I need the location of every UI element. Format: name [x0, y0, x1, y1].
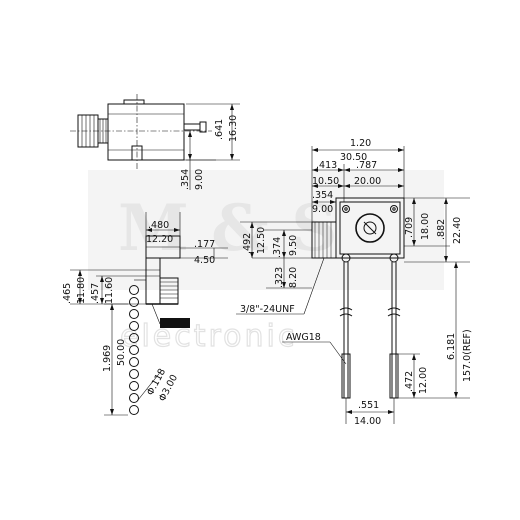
side-view-a-mm: 11.80	[76, 277, 87, 304]
front-view-center-mm: 9.00	[312, 204, 333, 215]
front-view-right-mm: 20.00	[354, 176, 381, 187]
front-view-thread-outer-inch: .492	[242, 233, 253, 254]
front-view-left-mm: 10.50	[312, 176, 339, 187]
bead-chain	[129, 279, 146, 415]
front-view-lead-inch: 6.181	[446, 333, 457, 360]
side-view: .480 12.20 .177 4.50 .465 11.80 .457 11.…	[62, 212, 228, 416]
front-view-h2-inch: .882	[436, 219, 447, 240]
side-view-b-mm: 11.60	[104, 277, 115, 304]
front-view-total-mm: 30.50	[340, 152, 367, 163]
front-view-thread-outer-mm: 12.50	[256, 227, 267, 254]
side-view-chain-inch: 1.969	[102, 345, 113, 372]
front-view-total-inch: 1.20	[350, 138, 371, 149]
front-view-left-inch: .413	[316, 160, 337, 171]
front-view-thread-low-mm: 8.20	[288, 267, 299, 288]
top-view-width-inch: .641	[214, 119, 225, 140]
front-view-lead-mm: 157.0(REF)	[462, 329, 473, 382]
front-view-h1-mm: 18.00	[420, 213, 431, 240]
front-view-thread-inner-mm: 9.50	[288, 235, 299, 256]
watermark-line1: M & S	[118, 191, 337, 266]
side-view-length-mm: 12.20	[146, 234, 173, 245]
top-view: .641 16.30 .354 9.00	[70, 94, 240, 190]
front-view-h1-inch: .709	[404, 217, 415, 238]
top-view-width-mm: 16.30	[228, 115, 239, 142]
front-view-spacing-mm: 14.00	[354, 416, 381, 427]
front-view-strip-mm: 12.00	[418, 367, 429, 394]
side-view-a-inch: .465	[62, 283, 73, 304]
front-view-wire-label: AWG18	[286, 332, 321, 343]
front-view-right-inch: .787	[356, 160, 377, 171]
front-view-strip-inch: .472	[404, 371, 415, 392]
side-view-chain-mm: 50.00	[116, 339, 127, 366]
top-view-offset-mm: 9.00	[194, 169, 205, 190]
side-view-step-inch: .177	[194, 239, 215, 250]
front-view-h2-mm: 22.40	[452, 217, 463, 244]
top-view-offset-inch: .354	[180, 169, 191, 190]
front-view-thread-label: 3/8"-24UNF	[240, 304, 295, 315]
front-view-spacing-inch: .551	[358, 400, 379, 411]
side-view-step-mm: 4.50	[194, 255, 215, 266]
front-view-thread-inner-inch: .374	[272, 237, 283, 258]
front-view-center-inch: .354	[312, 190, 333, 201]
front-view-thread-low-inch: .323	[274, 267, 285, 288]
front-view: 1.20 30.50 .413 .787 10.50 20.00 .354 9.…	[236, 138, 473, 427]
side-view-b-inch: .457	[90, 283, 101, 304]
side-view-length-inch: .480	[148, 220, 169, 231]
watermark-line2: electronic	[120, 319, 297, 354]
